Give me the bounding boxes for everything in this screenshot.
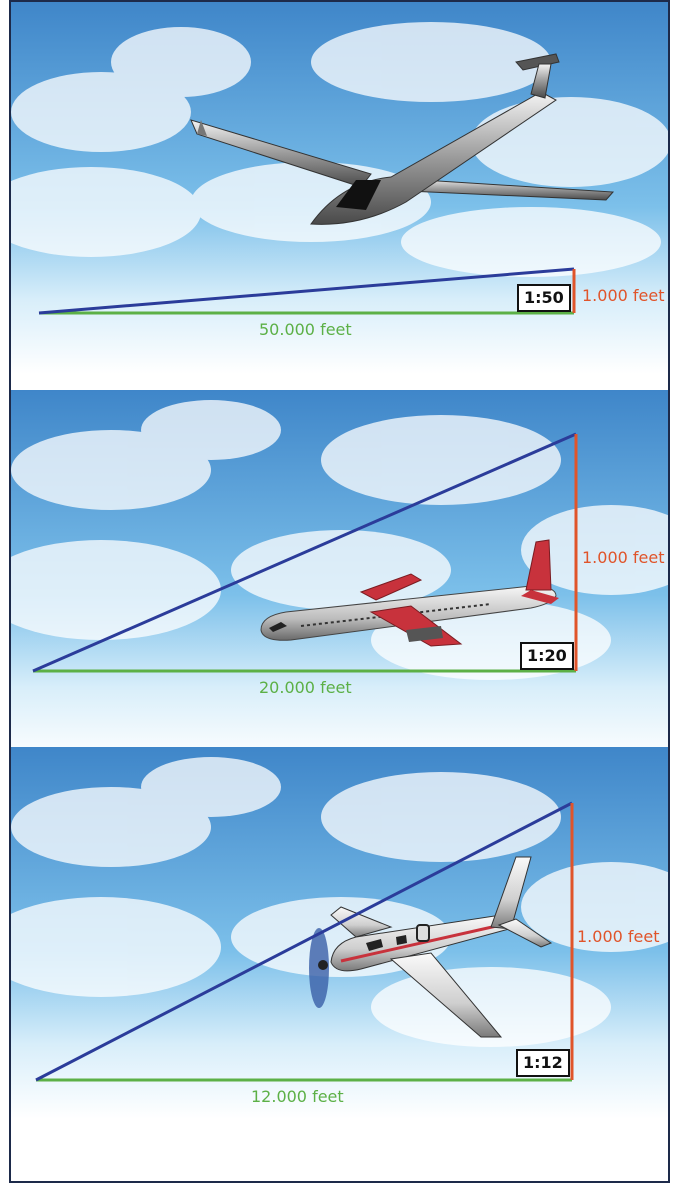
airliner-aircraft bbox=[260, 539, 559, 647]
sky-background bbox=[11, 390, 668, 762]
clouds bbox=[11, 22, 668, 277]
sky-background bbox=[11, 2, 668, 374]
hypotenuse-line bbox=[35, 801, 573, 1082]
hypotenuse-line bbox=[32, 432, 577, 673]
propeller-plane-aircraft bbox=[309, 856, 553, 1038]
run-label: 20.000 feet bbox=[259, 678, 352, 697]
run-label: 12.000 feet bbox=[251, 1087, 344, 1106]
hypotenuse-line bbox=[38, 267, 575, 315]
glide-ratio-box: 1:20 bbox=[520, 642, 574, 670]
glider-aircraft bbox=[190, 53, 615, 225]
glide-ratio-panel-glider: 1:50 1.000 feet 50.000 feet bbox=[11, 2, 668, 374]
rise-label: 1.000 feet bbox=[577, 927, 660, 946]
glide-ratio-panel-airliner: 1:20 1.000 feet 20.000 feet bbox=[11, 390, 668, 762]
glide-ratio-box: 1:12 bbox=[516, 1049, 570, 1077]
glide-ratio-box: 1:50 bbox=[517, 284, 571, 312]
glide-ratio-panel-propeller-plane: 1:12 1.000 feet 12.000 feet bbox=[11, 747, 668, 1119]
run-label: 50.000 feet bbox=[259, 320, 352, 339]
rise-label: 1.000 feet bbox=[582, 548, 665, 567]
rise-label: 1.000 feet bbox=[582, 286, 665, 305]
figure-frame: 1:50 1.000 feet 50.000 feet bbox=[9, 0, 670, 1183]
